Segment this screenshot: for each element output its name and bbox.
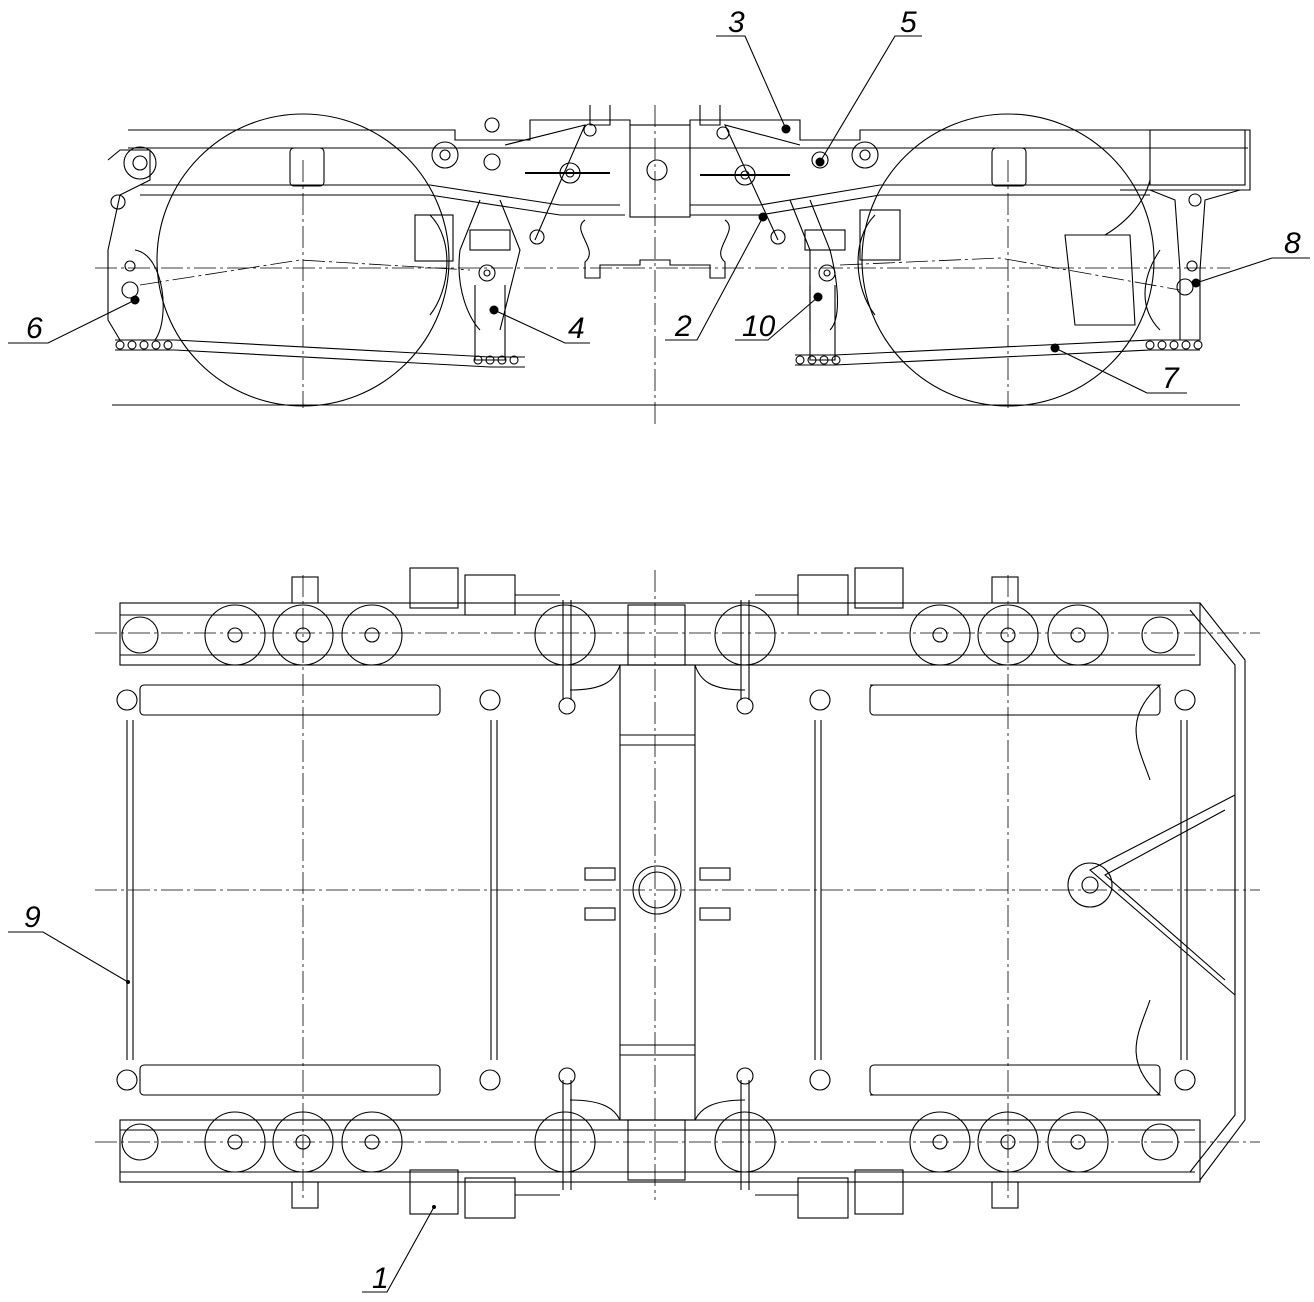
plan-view	[95, 567, 1260, 1219]
callout-7: 7	[1050, 343, 1187, 395]
callout-5: 5	[815, 6, 922, 167]
callout-8-label: 8	[1284, 227, 1301, 260]
callout-10-label: 10	[742, 310, 776, 343]
callout-3-label: 3	[728, 6, 745, 39]
callout-2-label: 2	[674, 310, 692, 343]
callout-3: 3	[716, 6, 791, 134]
callout-4-label: 4	[568, 312, 585, 345]
side-view	[95, 105, 1251, 425]
callout-2: 2	[665, 212, 768, 343]
callout-7-label: 7	[1162, 362, 1180, 395]
callout-9: 9	[8, 901, 130, 984]
callout-1: 1	[362, 1205, 436, 1295]
callout-6-label: 6	[26, 312, 43, 345]
callout-4: 4	[489, 305, 590, 345]
callout-1-label: 1	[372, 1262, 389, 1295]
brake-cylinder	[409, 1169, 459, 1215]
left-wheel	[156, 113, 450, 407]
callout-9-label: 9	[24, 901, 41, 934]
callout-10: 10	[735, 292, 823, 343]
callout-8: 8	[1191, 227, 1310, 288]
callout-6: 6	[8, 295, 140, 345]
callout-5-label: 5	[900, 6, 917, 39]
